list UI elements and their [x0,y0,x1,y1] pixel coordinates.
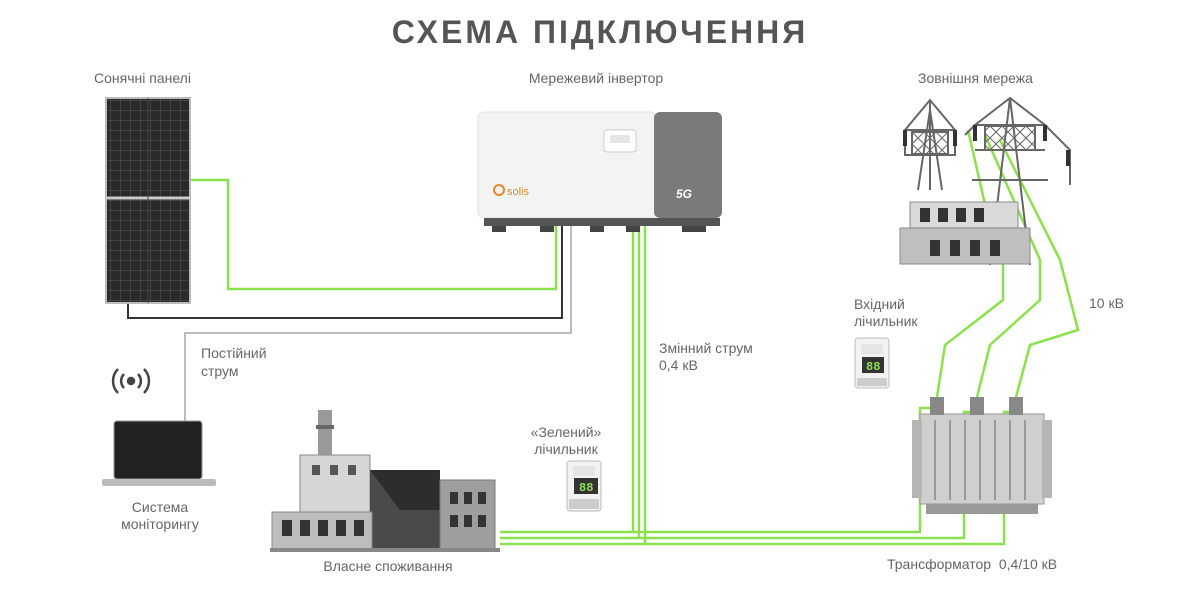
green-meter-label-line1: «Зелений» [530,424,602,440]
dc-label-line1: Постійний [201,345,267,361]
diagram-title: СХЕМА ПІДКЛЮЧЕННЯ [391,14,809,50]
inverter-model: 5G [676,187,692,201]
factory-icon [270,410,500,552]
voltage-10kv-label: 10 кВ [1089,295,1124,311]
inverter-icon [477,111,722,232]
input-meter-display: 88 [866,360,880,374]
external-grid-label: Зовнішня мережа [918,70,1033,86]
ac-label-line1: Змінний струм [659,340,753,356]
electric-meter-icon [566,460,602,512]
input-meter-label-line1: Вхідний [854,296,905,312]
solar-panel-icon [105,97,191,304]
solar-panels-label: Сонячні панелі [94,70,191,86]
dc-lines [127,218,563,319]
inverter-brand: solis [507,186,530,198]
monitoring-label-line1: Система [131,499,189,515]
dc-label-line2: струм [201,363,239,379]
ac-label-line2: 0,4 кВ [659,357,698,373]
inverter-label: Мережевий інвертор [528,70,664,86]
wifi-icon [111,368,151,394]
green-meter-label-line2: лічильник [534,441,598,457]
data-line [184,218,572,424]
transformer-label: Трансформатор 0,4/10 кВ [887,556,1058,572]
own-consumption-label: Власне споживання [323,558,453,574]
substation-icon [899,201,1031,265]
power-pylon-icon [902,96,1071,266]
ac-lines [190,129,1080,546]
green-meter-display: 88 [579,481,593,495]
electric-meter-icon [854,337,890,389]
input-meter-label-line2: лічильник [854,313,918,329]
monitoring-label-line2: моніторингу [121,516,199,532]
transformer-icon [912,397,1052,514]
laptop-icon [102,420,216,486]
